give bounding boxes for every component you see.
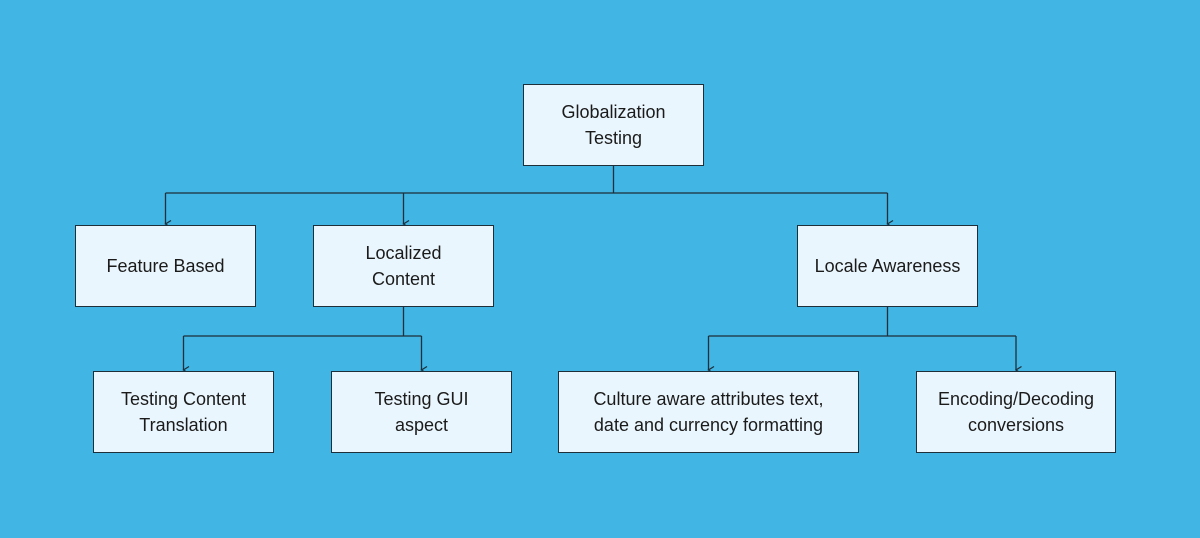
node-label-line: Globalization: [561, 102, 666, 122]
node-globalization-testing: Globalization Testing: [523, 84, 704, 166]
node-label-line: conversions: [967, 415, 1065, 435]
node-encoding-decoding-conversions: Encoding/Decoding conversions: [916, 371, 1116, 453]
node-label-line: Content: [371, 269, 436, 289]
node-label: Locale Awareness: [815, 253, 961, 279]
node-label-line: aspect: [394, 415, 449, 435]
node-label: Culture aware attributes text, date and …: [593, 386, 823, 438]
node-localized-content: Localized Content: [313, 225, 494, 307]
node-label: Localized Content: [365, 240, 441, 292]
node-feature-based: Feature Based: [75, 225, 256, 307]
node-culture-aware-attributes: Culture aware attributes text, date and …: [558, 371, 859, 453]
node-label: Feature Based: [106, 253, 224, 279]
node-label-line: Localized: [365, 243, 442, 263]
node-label-line: Feature Based: [106, 256, 225, 276]
node-label-line: date and currency formatting: [593, 415, 824, 435]
node-label: Testing GUI aspect: [374, 386, 468, 438]
edge-group: [166, 166, 1017, 370]
node-label: Encoding/Decoding conversions: [938, 386, 1094, 438]
node-label-line: Translation: [139, 415, 228, 435]
node-label-line: Testing: [584, 128, 643, 148]
node-testing-content-translation: Testing Content Translation: [93, 371, 274, 453]
node-locale-awareness: Locale Awareness: [797, 225, 978, 307]
node-label-line: Encoding/Decoding: [937, 389, 1095, 409]
node-label-line: Culture aware attributes text,: [593, 389, 824, 409]
node-label-line: Testing Content: [120, 389, 247, 409]
node-label: Testing Content Translation: [121, 386, 246, 438]
node-testing-gui-aspect: Testing GUI aspect: [331, 371, 512, 453]
node-label: Globalization Testing: [561, 99, 665, 151]
node-label-line: Testing GUI: [374, 389, 469, 409]
node-label-line: Locale Awareness: [814, 256, 961, 276]
